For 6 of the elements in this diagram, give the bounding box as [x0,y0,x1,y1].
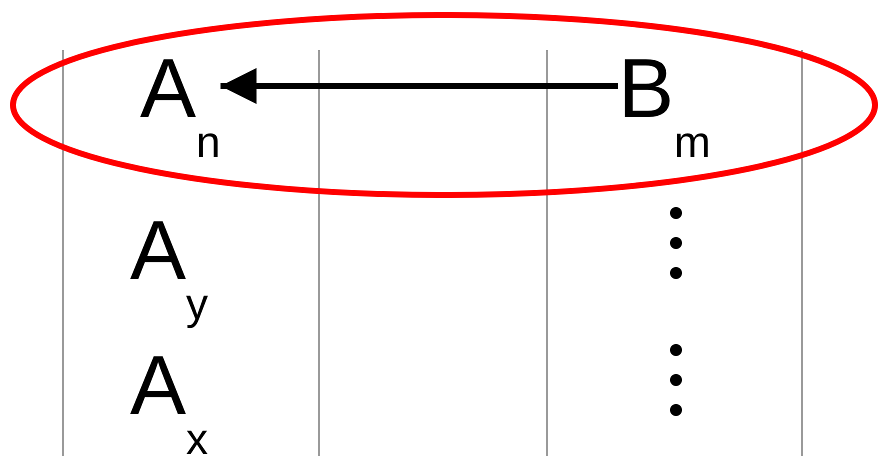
variable-label: A$_{x}$ [130,343,208,456]
highlight-ellipse [10,12,878,198]
arrow [220,68,618,104]
variable-label: A$_{y}$ [130,208,208,331]
variable-label: A$_{n}$ [140,46,221,185]
variable-label: B$_{m}$ [618,46,711,185]
